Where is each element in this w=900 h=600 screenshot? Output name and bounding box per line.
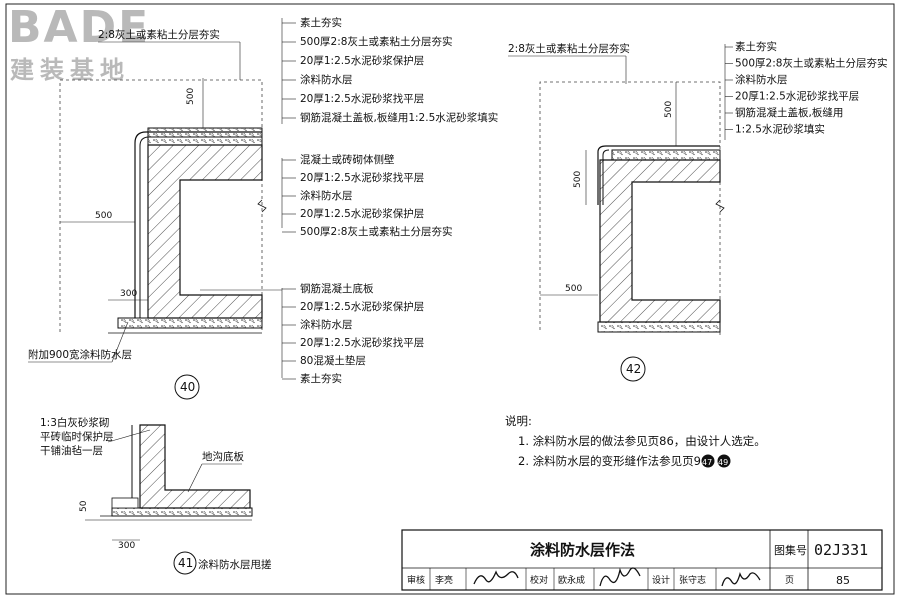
dim-500-horizontal: 500 (95, 211, 112, 221)
design-signature (721, 571, 761, 587)
layer-label: 20厚1:2.5水泥砂浆保护层 (300, 300, 424, 313)
layer-label: 20厚1:2.5水泥砂浆保护层 (300, 54, 424, 67)
review-name: 李亮 (435, 574, 453, 586)
top-note-42: 2:8灰土或素粘土分层夯实 (508, 42, 630, 55)
concrete-section (147, 144, 263, 319)
layer-label: 20厚1:2.5水泥砂浆找平层 (300, 336, 424, 349)
layer-label: 20厚1:2.5水泥砂浆找平层 (300, 171, 424, 184)
review-label: 审核 (407, 574, 425, 586)
detail-42: 2:8灰土或素粘土分层夯实 500 500 500 素土夯实 500厚2:8灰土或… (508, 40, 887, 382)
title-block: 涂料防水层作法 图集号 02J331 审核 李亮 校对 欧永成 设计 张守志 页… (401, 529, 883, 591)
layer-label: 20厚1:2.5水泥砂浆找平层 (300, 92, 424, 105)
layer-label: 20厚1:2.5水泥砂浆找平层 (735, 90, 859, 103)
note-2: 2. 涂料防水层的变形缝作法参见页90 (518, 454, 708, 468)
layer-label: 钢筋混凝土盖板,板缝用1:2.5水泥砂浆填实 (300, 111, 498, 124)
layer-label: 涂料防水层 (300, 318, 353, 331)
page-number: 85 (836, 574, 850, 587)
layer-label: 涂料防水层 (735, 73, 788, 86)
layer-label: 500厚2:8灰土或素粘土分层夯实 (735, 57, 887, 70)
design-name: 张守志 (679, 574, 706, 586)
membrane-inner (139, 136, 262, 318)
detail-40: 500 500 300 2:8灰土或素粘土分层夯实 素土夯实 500厚2:8灰土或… (28, 16, 498, 400)
ref-47: 47 (702, 458, 712, 467)
cushion-layer-42 (597, 321, 721, 333)
detail-41-caption: 涂料防水层甩搓 (198, 558, 272, 571)
dim-50: 50 (79, 500, 89, 512)
review-signature (473, 570, 519, 585)
atlas-number: 02J331 (814, 541, 868, 559)
concrete-section-41 (139, 424, 251, 509)
layer-label: 素土夯实 (300, 16, 342, 29)
detail-42-bubble (620, 356, 646, 382)
detail-40-number: 40 (180, 380, 195, 394)
drawing-title: 涂料防水层作法 (530, 541, 635, 559)
dim-500-horizontal-42: 500 (565, 284, 582, 294)
check-name: 欧永成 (558, 574, 585, 586)
layer-label: 钢筋混凝土底板 (300, 282, 374, 295)
check-signature (599, 567, 641, 587)
layer-label: 钢筋混凝土盖板,板缝用 (735, 106, 843, 119)
cover-slab-42 (611, 149, 721, 161)
check-label: 校对 (530, 574, 548, 586)
sheet-border (5, 3, 895, 595)
detail-40-bubble (174, 374, 200, 400)
detail-41-bubble (173, 551, 197, 575)
detail-41-number: 41 (178, 556, 193, 570)
atlas-label: 图集号 (774, 543, 807, 557)
ref-49-bubble (717, 454, 731, 468)
layer-label: 混凝土或砖砌体侧壁 (300, 153, 395, 166)
cushion-layer-41 (111, 507, 253, 517)
layer-label: 平砖临时保护层 (40, 430, 114, 443)
side-note-40: 附加900宽涂料防水层 (28, 348, 132, 361)
trench-label: 地沟底板 (202, 450, 244, 463)
layer-label: 80混凝土垫层 (300, 354, 366, 367)
note-1: 1. 涂料防水层的做法参见页86，由设计人选定。 (518, 434, 766, 448)
detail-42-number: 42 (626, 362, 641, 376)
layer-label: 素土夯实 (300, 372, 342, 385)
layer-label: 素土夯实 (735, 40, 777, 53)
layer-label: 500厚2:8灰土或素粘土分层夯实 (300, 35, 452, 48)
layer-label: 20厚1:2.5水泥砂浆保护层 (300, 207, 424, 220)
concrete-section-42 (599, 159, 721, 323)
top-note-40: 2:8灰土或素粘土分层夯实 (98, 28, 220, 41)
layer-label: 500厚2:8灰土或素粘土分层夯实 (300, 225, 452, 238)
layer-label: 1:2.5水泥砂浆填实 (735, 123, 825, 136)
cushion-layer (117, 317, 263, 329)
watermark-brand: BADE (8, 2, 150, 53)
layer-label: 1:3白灰砂浆砌 (40, 416, 109, 429)
notes-heading: 说明: (505, 414, 532, 428)
dim-300-41: 300 (118, 541, 135, 551)
dim-500-vertical-42: 500 (573, 171, 583, 188)
dim-500-vertical: 500 (186, 88, 196, 105)
layer-label: 涂料防水层 (300, 189, 353, 202)
notes: 说明: 1. 涂料防水层的做法参见页86，由设计人选定。 2. 涂料防水层的变形… (505, 414, 766, 468)
ref-49: 49 (718, 458, 728, 467)
backfill-envelope (59, 79, 263, 332)
dim-500-vertical-top-42: 500 (664, 101, 674, 118)
layer-label: 干铺油毡一层 (40, 444, 103, 457)
ref-47-bubble (701, 454, 715, 468)
membrane-outer (134, 131, 262, 318)
layer-label: 涂料防水层 (300, 73, 353, 86)
watermark-subtitle: 建装基地 (10, 56, 130, 84)
design-label: 设计 (652, 574, 670, 586)
dim-300: 300 (120, 289, 137, 299)
backfill-envelope-42 (539, 81, 721, 335)
page-label: 页 (785, 575, 794, 586)
